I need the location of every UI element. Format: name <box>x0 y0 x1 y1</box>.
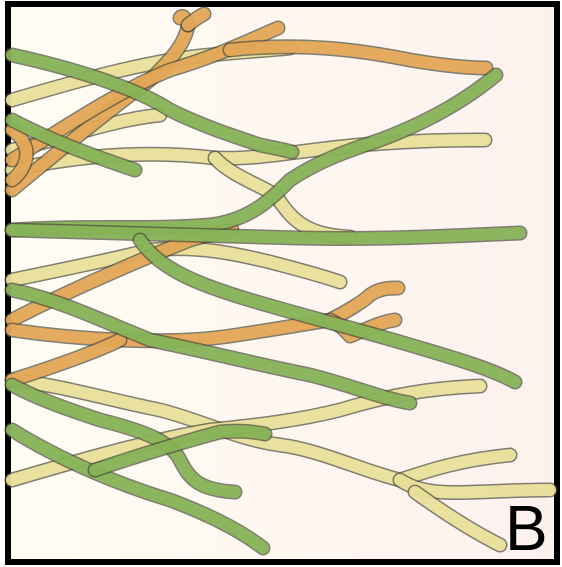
fiber-green <box>12 230 520 239</box>
fiber-orange <box>188 14 204 25</box>
panel-label: B <box>505 492 548 564</box>
fiber-core-green <box>12 230 520 239</box>
